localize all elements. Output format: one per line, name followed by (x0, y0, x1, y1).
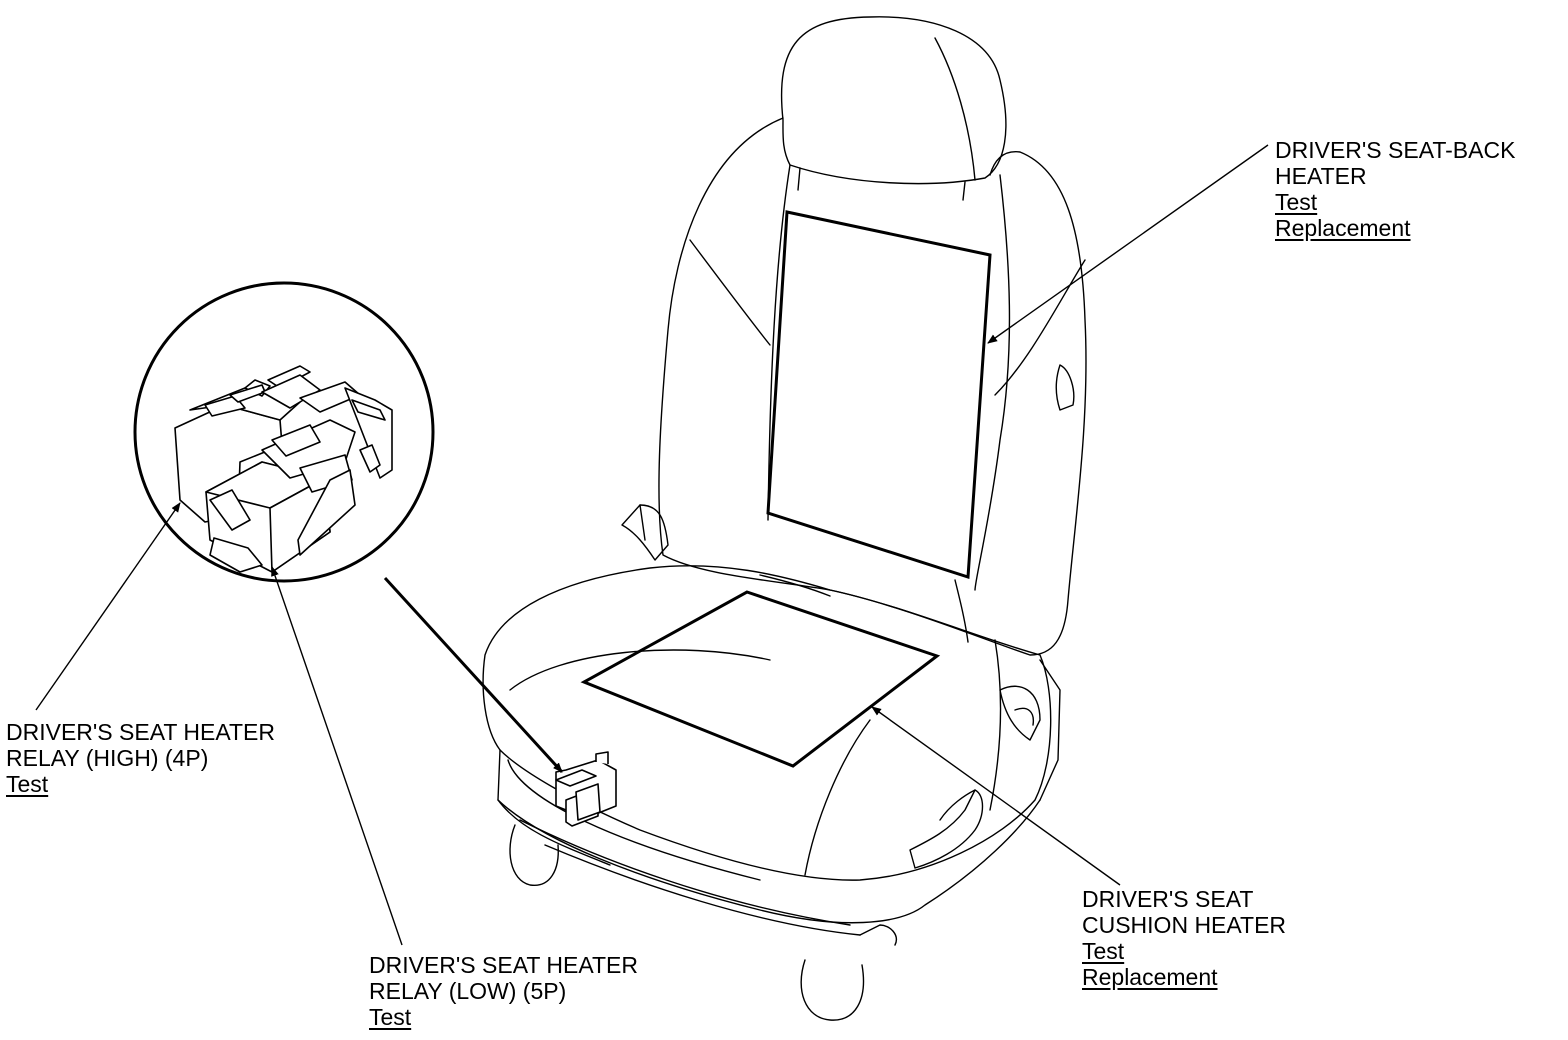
callout-cushion-heater: DRIVER'S SEAT CUSHION HEATER Test Replac… (1082, 886, 1286, 990)
leader-relay-low (271, 566, 403, 946)
callout-title-line: RELAY (HIGH) (4P) (6, 745, 209, 771)
leader-relay-high (35, 502, 181, 711)
callout-title-line: CUSHION HEATER (1082, 912, 1287, 938)
seat-cushion-heater-pad (580, 590, 941, 768)
leader-cushion-heater (871, 706, 1121, 886)
seat-foot-front-right (800, 959, 865, 1021)
cushion-heater-replacement-link[interactable]: Replacement (1082, 964, 1218, 990)
relay-detail-view (133, 281, 435, 583)
callout-relay-high: DRIVER'S SEAT HEATER RELAY (HIGH) (4P) T… (6, 719, 275, 797)
seat-cushion (482, 565, 1052, 881)
seat-foot-front-left (509, 824, 559, 886)
callout-title-line: HEATER (1275, 163, 1367, 189)
leader-lines (35, 144, 1269, 946)
detail-pointer-arrow (383, 576, 564, 774)
seat-back-heater-pad (766, 210, 992, 580)
relay-low-test-link[interactable]: Test (369, 1004, 412, 1030)
headrest (780, 16, 1007, 185)
callout-title-line: DRIVER'S SEAT HEATER (6, 719, 275, 745)
callout-title-line: DRIVER'S SEAT HEATER (369, 952, 638, 978)
callout-seat-back-heater: DRIVER'S SEAT-BACK HEATER Test Replaceme… (1275, 137, 1515, 241)
seat-back-heater-replacement-link[interactable]: Replacement (1275, 215, 1411, 241)
seat-back (658, 117, 1087, 656)
seat-base (497, 749, 1041, 924)
seat-back-heater-test-link[interactable]: Test (1275, 189, 1318, 215)
relay-high-test-link[interactable]: Test (6, 771, 49, 797)
leader-seat-back-heater (987, 144, 1269, 344)
callout-relay-low: DRIVER'S SEAT HEATER RELAY (LOW) (5P) Te… (369, 952, 638, 1030)
callout-title-line: RELAY (LOW) (5P) (369, 978, 567, 1004)
callout-title-line: DRIVER'S SEAT (1082, 886, 1254, 912)
cushion-heater-test-link[interactable]: Test (1082, 938, 1125, 964)
callout-title-line: DRIVER'S SEAT-BACK (1275, 137, 1516, 163)
relay-module-on-seat (555, 751, 617, 827)
